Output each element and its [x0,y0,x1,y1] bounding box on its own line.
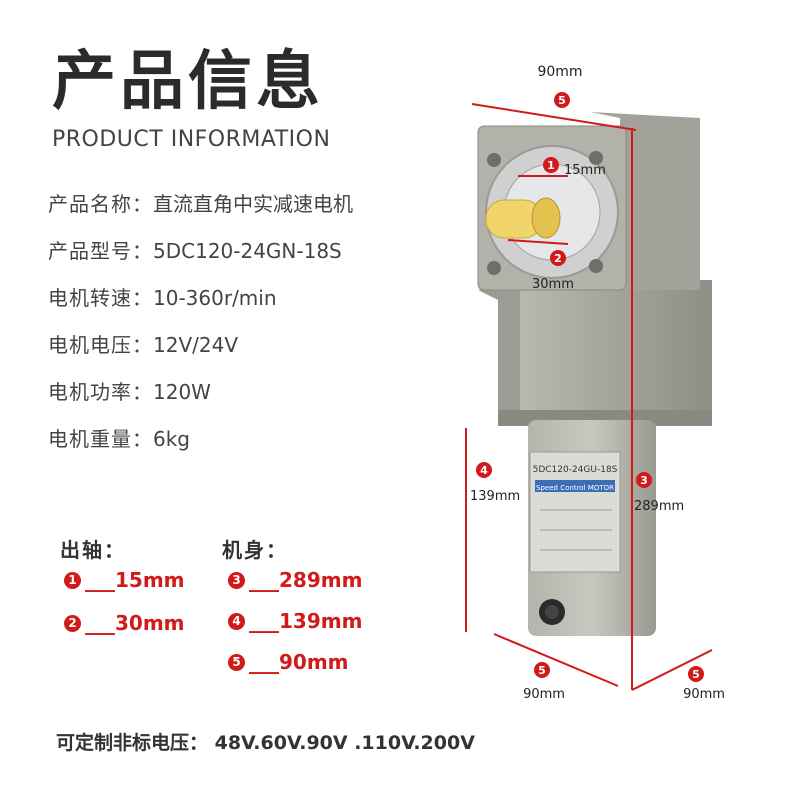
shaft-heading: 出轴： [60,538,126,562]
spec-value: 6kg [153,427,191,451]
spec-row-voltage: 电机电压：12V/24V [48,329,238,358]
spec-value: 10-360r/min [153,286,277,310]
dim-text: ___30mm [85,611,185,635]
number-2-icon: 2 [64,614,81,632]
spec-label: 电机电压： [48,333,153,357]
page-title: 产品信息 [52,45,324,119]
svg-text:3: 3 [640,474,648,487]
spec-value: 12V/24V [153,333,238,357]
body-heading: 机身： [222,538,288,562]
callout-3: 3 [636,472,652,488]
callout-4: 4 [476,462,492,478]
spec-row-power: 电机功率：120W [48,376,211,405]
number-5-icon: 5 [228,653,245,671]
number-3-icon: 3 [228,571,245,589]
spec-label: 电机功率： [48,380,153,404]
svg-text:5: 5 [558,94,566,107]
spec-row-name: 产品名称：直流直角中实减速电机 [48,188,353,217]
svg-text:1: 1 [547,159,555,172]
dim-text: ___289mm [249,568,363,592]
callout-5-top: 5 [554,92,570,108]
svg-text:4: 4 [480,464,488,477]
page-subtitle: PRODUCT INFORMATION [52,127,331,152]
motor-cylinder: 5DC120-24GU-18S Speed Control MOTOR [528,420,656,636]
spec-value: 直流直角中实减速电机 [153,192,353,216]
motor-sub-label: Speed Control MOTOR [536,484,614,492]
motor-diagram: 5DC120-24GU-18S Speed Control MOTOR 5 1 … [465,64,725,702]
callout-5-left: 5 [534,662,550,678]
callout-1: 1 [543,157,559,173]
dim-shaft-dia: 15mm [564,163,606,178]
dim-text: ___139mm [249,609,363,633]
body-dim-4: 4 ___139mm [228,609,362,633]
spec-label: 产品型号： [48,239,153,263]
spec-label: 电机重量： [48,427,153,451]
body-dim-3: 3 ___289mm [228,568,362,592]
dimension-lines [465,103,713,691]
motor-model-label: 5DC120-24GU-18S [533,465,618,475]
svg-text:5: 5 [538,664,546,677]
dim-base-width-1: 90mm [523,687,565,702]
dim-base-width-2: 90mm [683,687,725,702]
spec-row-model: 产品型号：5DC120-24GN-18S [48,235,342,264]
dim-motor-length: 139mm [470,489,520,504]
svg-text:2: 2 [554,252,562,265]
spec-label: 电机转速： [48,286,153,310]
callout-2: 2 [550,250,566,266]
spec-value: 5DC120-24GN-18S [153,239,342,263]
shaft-dim-2: 2 ___30mm [64,611,185,635]
spec-label: 产品名称： [48,192,153,216]
number-4-icon: 4 [228,612,245,630]
svg-text:5: 5 [692,668,700,681]
dim-top-width: 90mm [537,64,582,80]
body-dim-5: 5 ___90mm [228,650,349,674]
shaft-dim-1: 1 ___15mm [64,568,185,592]
dim-flange-dia: 30mm [532,277,574,292]
spec-row-speed: 电机转速：10-360r/min [48,282,277,311]
dim-text: ___90mm [249,650,349,674]
custom-voltage-note: 可定制非标电压： 48V.60V.90V .110V.200V [56,732,475,754]
number-1-icon: 1 [64,571,81,589]
dim-total-height: 289mm [634,499,684,514]
callout-5-right: 5 [688,666,704,682]
spec-row-weight: 电机重量：6kg [48,423,190,452]
dim-text: ___15mm [85,568,185,592]
spec-value: 120W [153,380,211,404]
output-shaft-icon [485,197,561,239]
